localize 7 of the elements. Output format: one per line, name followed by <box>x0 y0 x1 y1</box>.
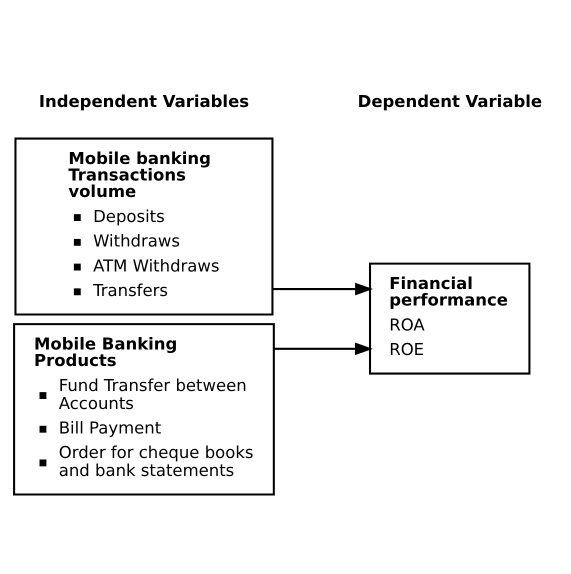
arrow <box>274 342 373 356</box>
node-box: Financial performance ROA ROE <box>368 262 530 375</box>
node-box: Mobile banking Transactions volume Deposits Withdraws ATM Withdraws Transfers <box>14 138 274 316</box>
node-box: Mobile Banking Products Fund Transfer between Accounts Bill Payment Order for cheque books and bank statements <box>13 323 275 496</box>
arrow <box>272 282 374 296</box>
label: Independent Variables <box>38 92 250 112</box>
label: Dependent Variable <box>358 92 542 112</box>
